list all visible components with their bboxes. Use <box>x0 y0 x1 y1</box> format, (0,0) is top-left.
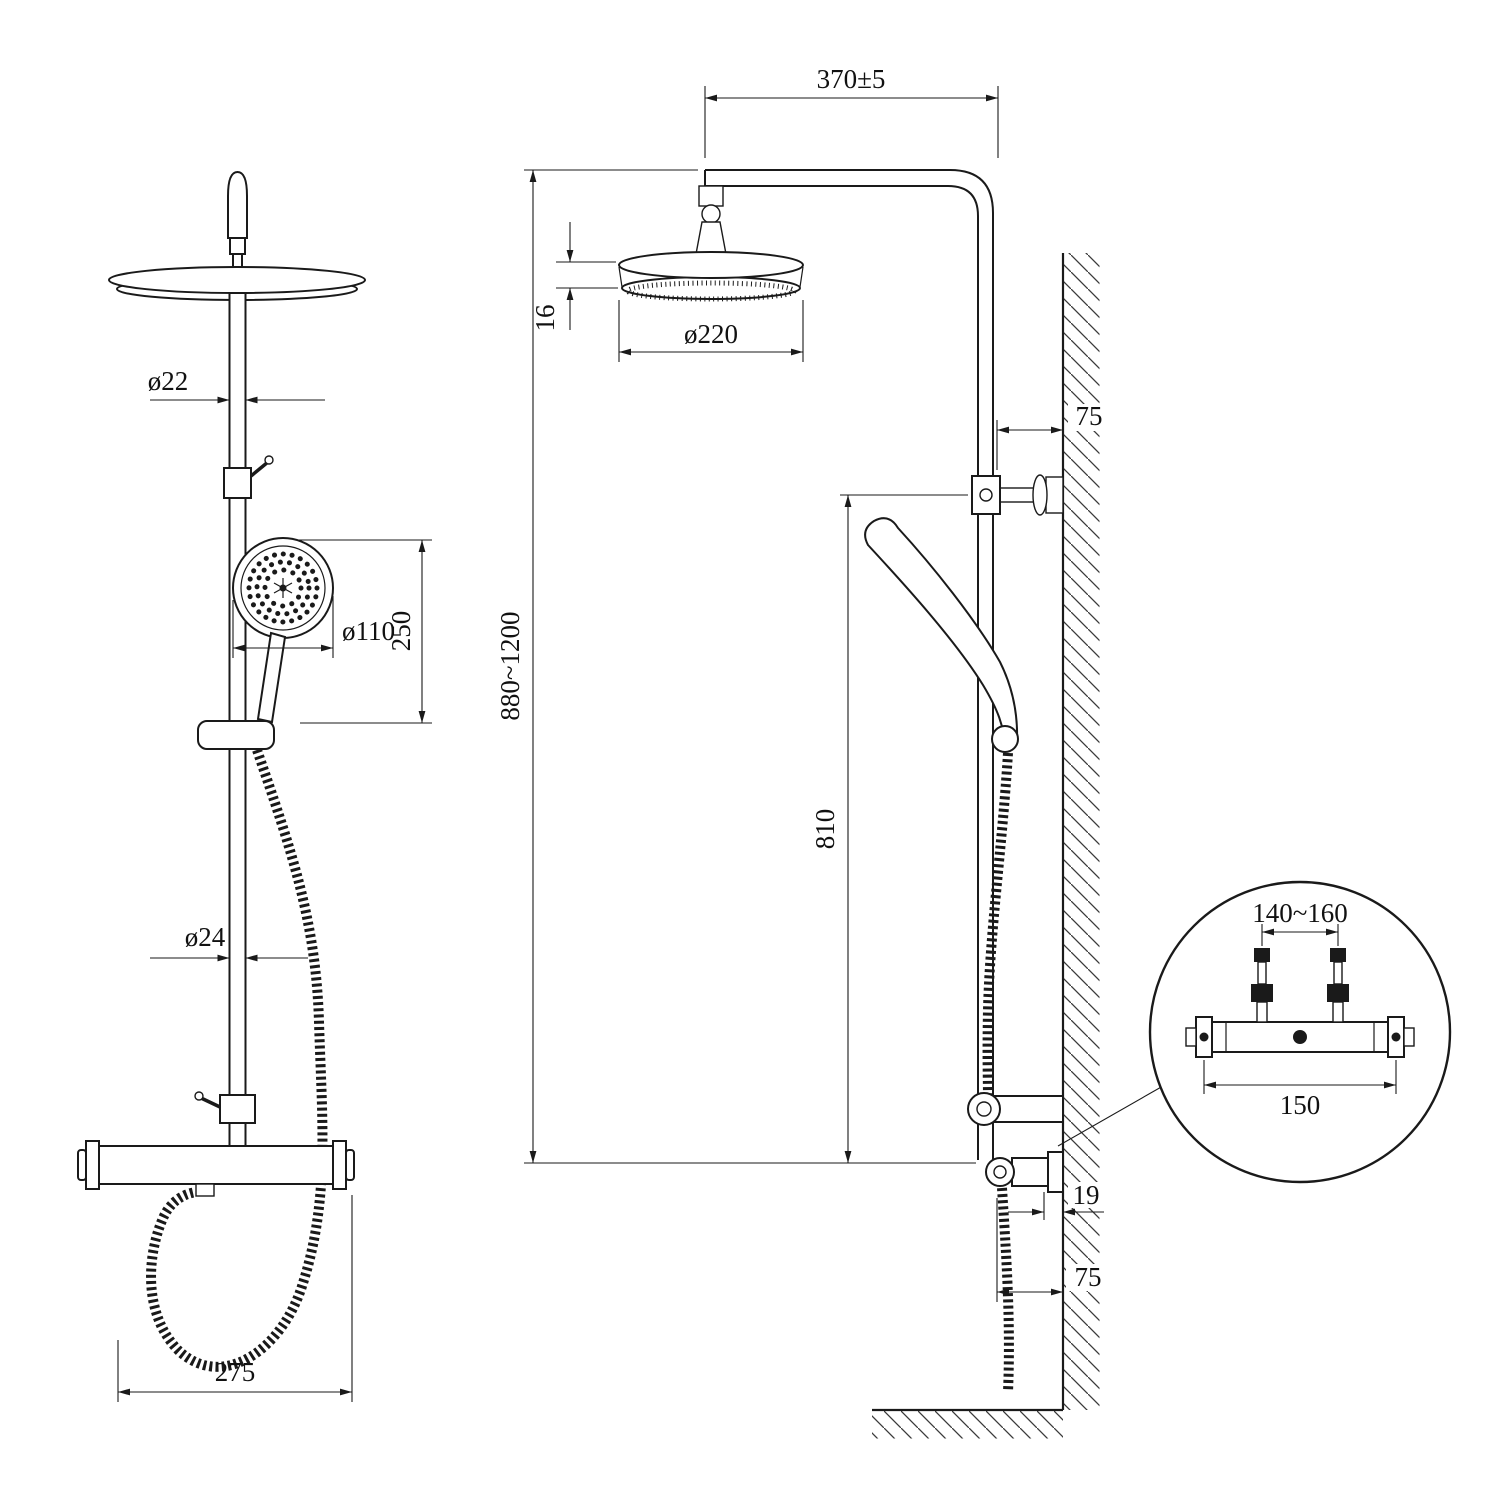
valve-tee-handle <box>200 1096 221 1109</box>
spray-dots-inner <box>262 567 304 609</box>
outlet-body <box>1011 1157 1049 1187</box>
hand-shower-ring <box>240 545 326 631</box>
dim-valve-width-label: 275 <box>215 1357 256 1387</box>
dim-head-thickness-label: 16 <box>530 305 560 332</box>
dim-arm-length-label: 370±5 <box>817 64 886 94</box>
detail-mount-tab-right <box>1403 1027 1415 1047</box>
ball-joint <box>701 204 721 224</box>
wall-hatching <box>1063 253 1100 1410</box>
detail-mount-tab-left <box>1185 1027 1197 1047</box>
slider-bracket-front <box>197 720 275 750</box>
valve-body-front <box>96 1145 336 1185</box>
rain-head-side-top <box>618 251 804 279</box>
bracket-screw <box>979 488 993 502</box>
front-view-dimensions: ø22 ø110 250 ø24 275 <box>117 366 432 1402</box>
dim-upper-wall-offset-label: 75 <box>1076 401 1103 431</box>
dim-lower-wall-offset-label: 75 <box>1075 1262 1102 1292</box>
finial-collar <box>229 237 246 255</box>
hand-shower-side <box>864 517 1019 750</box>
bracket-wall-plate <box>1045 476 1064 514</box>
valve-knob-side-hub <box>976 1101 992 1117</box>
valve-knob-right <box>345 1149 355 1181</box>
valve-wall-body <box>992 1095 1064 1123</box>
bracket-flange <box>1032 474 1048 516</box>
spray-center-hub <box>279 584 287 592</box>
side-view-dimensions: 370±5 16 ø220 75 880~1200 810 19 <box>495 64 1110 1302</box>
ground-hatching <box>872 1410 1063 1439</box>
detail-inlet-left <box>1251 948 1273 1023</box>
union-fitting-front <box>223 467 252 499</box>
dim-head-diameter-label: ø220 <box>684 319 738 349</box>
valve-knob-left <box>77 1149 87 1181</box>
dim-hand-shower-drop-label: 250 <box>386 611 416 652</box>
detail-mount-hole-right <box>1391 1032 1401 1042</box>
shower-hose-side-lower <box>997 1187 1014 1393</box>
valve-tee-knob <box>194 1091 204 1101</box>
dim-lower-riser-diameter-label: ø24 <box>185 922 226 952</box>
front-view <box>77 170 366 1372</box>
hand-shower-handle-front <box>256 631 287 724</box>
dim-riser-diameter-label: ø22 <box>148 366 189 396</box>
diverter-lever-front <box>249 460 270 478</box>
arm-nut <box>698 185 724 207</box>
valve-detail-view: 140~160 150 <box>1057 880 1452 1184</box>
detail-center-port <box>1293 1030 1307 1044</box>
side-view <box>618 169 1100 1439</box>
spray-dots-mid <box>254 559 312 617</box>
rain-head-side-bottom <box>621 276 801 300</box>
valve-cap-right <box>332 1140 347 1190</box>
shower-arm-inner <box>705 185 979 1160</box>
dim-overall-height-label: 880~1200 <box>495 611 525 720</box>
detail-leader-line <box>1057 1081 1171 1147</box>
dim-riser-drop-label: 810 <box>810 809 840 850</box>
dim-inlet-spacing-label: 140~160 <box>1252 898 1348 928</box>
shower-arm-outer <box>705 169 994 1160</box>
spray-dots-outer <box>246 551 320 625</box>
valve-inlet-fitting-front <box>219 1094 256 1124</box>
hand-shower-holder-side <box>991 725 1019 753</box>
head-cone <box>695 221 727 255</box>
hose-outlet-front <box>195 1183 215 1197</box>
spray-face-side <box>625 280 797 302</box>
rain-head-front <box>108 266 366 294</box>
detail-inlet-right <box>1327 948 1349 1023</box>
dim-outlet-gap-label: 19 <box>1073 1180 1100 1210</box>
diverter-lever-knob <box>264 455 274 465</box>
outlet-wall-flange <box>1047 1151 1064 1193</box>
outlet-knob-hub <box>993 1165 1007 1179</box>
detail-mount-hole-left <box>1199 1032 1209 1042</box>
dim-mounting-centers-label: 150 <box>1280 1090 1321 1120</box>
valve-cap-left <box>85 1140 100 1190</box>
shower-hose-side-upper <box>982 752 1013 1099</box>
dim-hand-shower-diameter-label: ø110 <box>342 616 395 646</box>
rain-head-edge-right <box>799 266 804 288</box>
top-finial <box>227 170 248 239</box>
rain-head-edge-left <box>618 266 623 288</box>
